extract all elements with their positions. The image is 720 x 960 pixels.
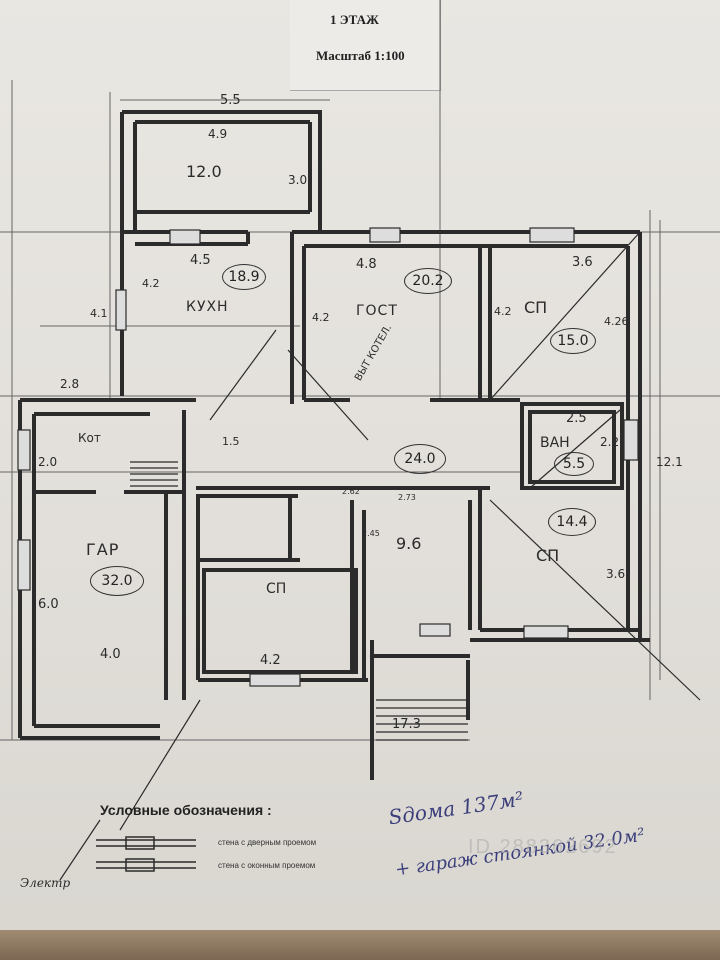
room-hall-area: 24.0 [394, 444, 446, 474]
dim-bath2: 1.5 [222, 435, 240, 448]
header-sheet [290, 0, 441, 91]
legend-door: стена с дверным проемом [218, 838, 317, 847]
dim-garage-width: 4.0 [100, 647, 121, 662]
room-living-name: ГОСТ [356, 303, 398, 319]
dim-bath-height: 2.2 [600, 435, 620, 449]
dim-right-total: 12.1 [656, 455, 683, 469]
dim-kitchen-height: 4.2 [142, 277, 160, 290]
dim-kitchen-side: 4.1 [90, 307, 108, 320]
room-storage-area: 9.6 [396, 534, 422, 553]
room-bed3-name: СП [266, 581, 287, 597]
dim-left-offset: 2.8 [60, 377, 80, 391]
room-garage-name: ГАР [86, 540, 120, 559]
room-bed1-name: СП [524, 298, 548, 317]
handwritten-electric: Электр [20, 876, 71, 890]
dim-top-inner: 4.9 [208, 127, 228, 141]
dim-bed1-side: 4.26 [604, 315, 629, 328]
dim-bed4-height: 3.6 [606, 567, 626, 581]
dim-bed1-height: 4.2 [494, 305, 512, 318]
room-bed4-name: СП [536, 546, 560, 565]
room-boiler-name: Кот [78, 431, 101, 445]
table-surface [0, 930, 720, 960]
dim-top-depth: 3.0 [288, 173, 308, 187]
legend-window: стена с оконным проемом [218, 861, 316, 870]
dim-kitchen-width: 4.5 [190, 253, 211, 268]
room-bath-name: ВАН [540, 435, 570, 451]
dim-garage-height: 6.0 [38, 597, 59, 612]
floor-title: 1 ЭТАЖ [330, 12, 379, 27]
dim-stair-width: 17.3 [392, 717, 421, 732]
dim-bed3-width: 4.2 [260, 653, 281, 668]
dim-small-c: 2.45 [362, 529, 380, 538]
dim-top-width: 5.5 [220, 93, 241, 108]
dim-living-width: 4.8 [356, 257, 377, 272]
room-bed4-area: 14.4 [548, 508, 596, 536]
dim-bath-width: 2.5 [566, 411, 587, 426]
room-living-area: 20.2 [404, 268, 452, 294]
dim-small-a: 2.62 [342, 487, 360, 496]
dim-boiler-height: 2.0 [38, 455, 58, 469]
dim-living-height: 4.2 [312, 311, 330, 324]
dim-bed1-width: 3.6 [572, 255, 593, 270]
scale-label: Масштаб 1:100 [316, 48, 405, 63]
room-top-area: 12.0 [186, 162, 222, 181]
watermark: ID 288362692 [468, 836, 618, 858]
room-garage-area: 32.0 [90, 566, 144, 596]
room-bath-area: 5.5 [554, 452, 594, 476]
room-kitchen-area: 18.9 [222, 264, 266, 290]
dim-small-b: 2.73 [398, 493, 416, 502]
legend-title: Условные обозначения : [100, 802, 272, 818]
room-kitchen-name: КУХН [186, 299, 229, 315]
room-bed1-area: 15.0 [550, 328, 596, 354]
